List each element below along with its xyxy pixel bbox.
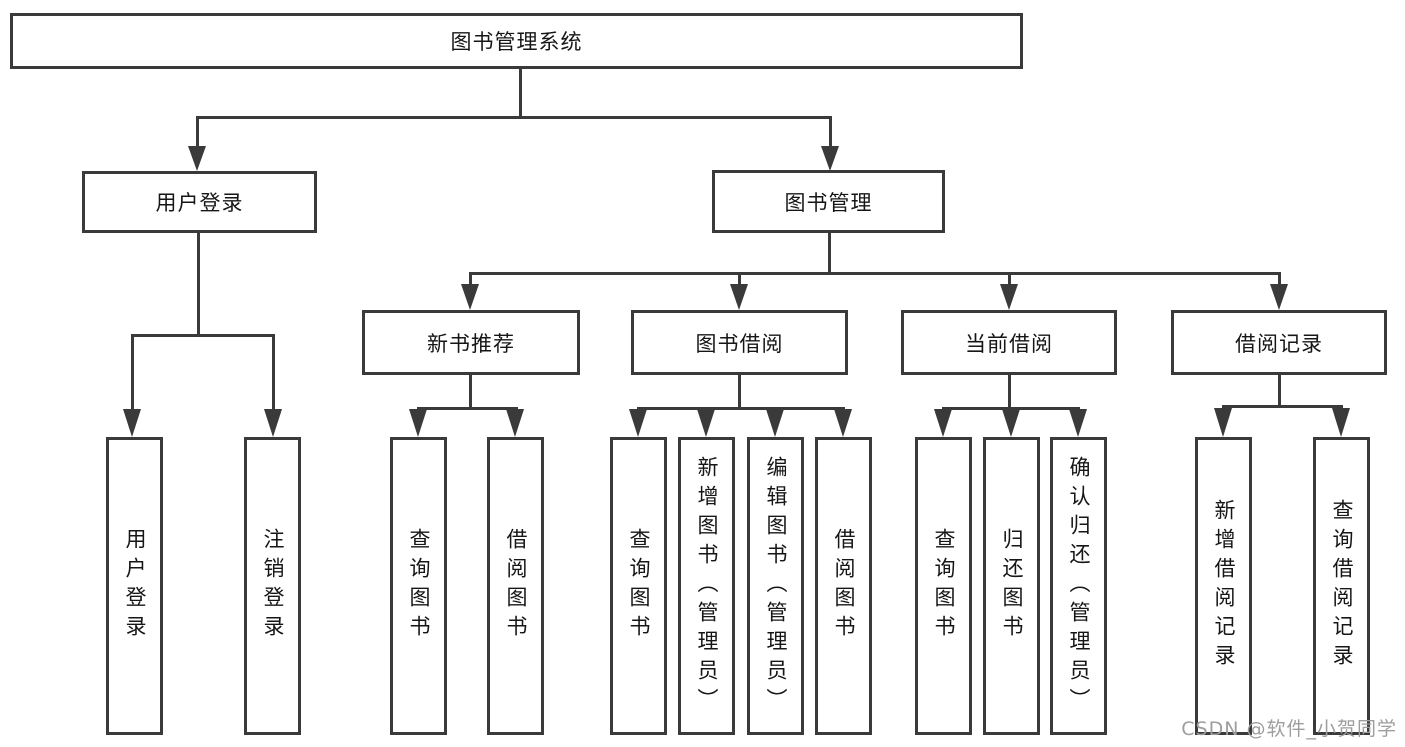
leaf-newbook-borrow-label: 借阅图书	[504, 528, 528, 644]
leaf-record-add: 新增借阅记录	[1195, 437, 1252, 735]
arrow-down-icon	[1214, 408, 1232, 437]
connector-segment	[738, 272, 741, 288]
arrow-down-icon	[1000, 284, 1018, 310]
arrow-down-icon	[934, 409, 952, 437]
connector-segment	[469, 272, 472, 288]
node-borrow-record-label: 借阅记录	[1235, 331, 1323, 356]
arrow-down-icon	[834, 409, 852, 437]
connector-segment	[1278, 272, 1281, 288]
leaf-current-query: 查询图书	[915, 437, 972, 735]
arrow-down-icon	[1270, 284, 1288, 310]
arrow-down-icon	[821, 146, 839, 171]
arrow-down-icon	[123, 409, 141, 437]
connector-segment	[272, 334, 275, 412]
connector-segment	[196, 116, 832, 119]
leaf-current-query-label: 查询图书	[932, 528, 956, 644]
connector-segment	[738, 375, 741, 410]
leaf-record-query-label: 查询借阅记录	[1330, 499, 1354, 673]
leaf-newbook-query: 查询图书	[390, 437, 447, 735]
leaf-user-login: 用户登录	[106, 437, 163, 735]
node-user-login: 用户登录	[82, 171, 317, 233]
leaf-logout-label: 注销登录	[261, 528, 285, 644]
connector-segment	[469, 375, 472, 410]
arrow-down-icon	[1332, 408, 1350, 437]
connector-segment	[469, 272, 1281, 275]
leaf-borrow-add-admin-label: 新增图书（管理员）	[695, 455, 719, 717]
leaf-borrow-edit-admin: 编辑图书（管理员）	[747, 437, 804, 735]
node-current-borrow: 当前借阅	[901, 310, 1117, 375]
arrow-down-icon	[409, 409, 427, 437]
leaf-borrow-borrow-label: 借阅图书	[832, 528, 856, 644]
leaf-newbook-query-label: 查询图书	[407, 528, 431, 644]
node-root-label: 图书管理系统	[450, 30, 583, 54]
node-book-management-label: 图书管理	[784, 190, 873, 215]
node-book-management: 图书管理	[712, 170, 945, 233]
node-new-book-recommend: 新书推荐	[362, 310, 580, 375]
arrow-down-icon	[1069, 409, 1087, 437]
connector-segment	[196, 116, 199, 149]
arrow-down-icon	[730, 284, 748, 310]
leaf-borrow-borrow: 借阅图书	[815, 437, 872, 735]
leaf-current-confirm-admin-label: 确认归还（管理员）	[1067, 455, 1091, 717]
node-current-borrow-label: 当前借阅	[965, 331, 1053, 356]
leaf-borrow-edit-admin-label: 编辑图书（管理员）	[764, 455, 788, 717]
arrow-down-icon	[461, 284, 479, 310]
node-new-book-recommend-label: 新书推荐	[427, 331, 515, 356]
arrow-down-icon	[629, 409, 647, 437]
connector-segment	[131, 334, 134, 412]
connector-segment	[1278, 375, 1281, 408]
leaf-current-return-label: 归还图书	[1000, 528, 1024, 644]
node-book-borrow-label: 图书借阅	[695, 331, 784, 356]
connector-segment	[131, 334, 275, 337]
node-borrow-record: 借阅记录	[1171, 310, 1387, 375]
csdn-watermark: CSDN @软件_小贺同学	[1181, 718, 1397, 740]
connector-segment	[828, 231, 831, 274]
leaf-borrow-add-admin: 新增图书（管理员）	[678, 437, 735, 735]
connector-segment	[829, 116, 832, 149]
arrow-down-icon	[506, 409, 524, 437]
arrow-down-icon	[188, 146, 206, 171]
connector-segment	[1008, 272, 1011, 288]
connector-segment	[942, 407, 1080, 410]
leaf-borrow-query: 查询图书	[610, 437, 667, 735]
arrow-down-icon	[1002, 409, 1020, 437]
connector-segment	[519, 66, 522, 118]
arrow-down-icon	[697, 409, 715, 437]
leaf-newbook-borrow: 借阅图书	[487, 437, 544, 735]
leaf-current-return: 归还图书	[983, 437, 1040, 735]
node-book-borrow: 图书借阅	[631, 310, 848, 375]
node-user-login-label: 用户登录	[155, 191, 244, 215]
leaf-borrow-query-label: 查询图书	[627, 528, 651, 644]
connector-segment	[637, 407, 845, 410]
leaf-current-confirm-admin: 确认归还（管理员）	[1050, 437, 1107, 735]
leaf-logout: 注销登录	[244, 437, 301, 735]
leaf-user-login-label: 用户登录	[123, 528, 147, 644]
connector-segment	[1008, 375, 1011, 410]
node-root: 图书管理系统	[10, 13, 1023, 69]
connector-segment	[1222, 405, 1343, 408]
arrow-down-icon	[766, 409, 784, 437]
connector-segment	[417, 407, 518, 410]
leaf-record-query: 查询借阅记录	[1313, 437, 1370, 735]
arrow-down-icon	[264, 409, 282, 437]
leaf-record-add-label: 新增借阅记录	[1212, 499, 1236, 673]
connector-segment	[197, 231, 200, 336]
